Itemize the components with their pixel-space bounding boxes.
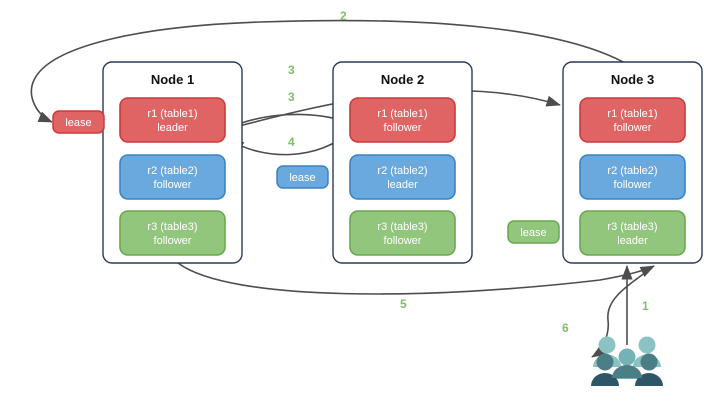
lease-badge-red-label: lease: [65, 117, 91, 129]
edge-label-5: 5: [400, 297, 407, 311]
lease-badge-blue-label: lease: [289, 172, 315, 184]
node-3-replica-r1-line2: follower: [614, 122, 652, 134]
node-2-replica-r3-box: [349, 210, 456, 256]
node-1-container[interactable]: Node 1 r1 (table1) leader r2 (table2) fo…: [102, 61, 243, 264]
node-3-replica-r2-box: [579, 154, 686, 200]
edge-2-lease-transfer: 2: [30, 9, 626, 123]
edge-label-6: 6: [562, 321, 569, 335]
node-2-container[interactable]: Node 2 r1 (table1) follower r2 (table2) …: [332, 61, 473, 264]
edge-label-1: 1: [642, 299, 649, 313]
node-3-replica-r2-line2: follower: [614, 179, 652, 191]
node-3-replica-r1-line1: r1 (table1): [607, 108, 657, 120]
edge-label-4: 4: [288, 135, 295, 149]
node-2-replica-r2-line2: leader: [387, 179, 418, 191]
node-1-title: Node 1: [151, 72, 194, 87]
node-3-replica-r1-box: [579, 97, 686, 143]
edge-label-3a: 3: [288, 63, 295, 77]
node-1-replica-r2-line2: follower: [154, 179, 192, 191]
node-2-replica-r3[interactable]: r3 (table3) follower: [349, 210, 456, 256]
edge-5-response-path: 5: [177, 262, 655, 311]
node-3-replica-r2[interactable]: r2 (table2) follower: [579, 154, 686, 200]
users-group-icon: [591, 336, 663, 386]
node-1-replica-r1-line2: leader: [157, 122, 188, 134]
edge-label-2: 2: [340, 9, 347, 23]
node-3-replica-r3-box: [579, 210, 686, 256]
node-1-replica-r1[interactable]: r1 (table1) leader: [119, 97, 226, 143]
lease-badge-blue[interactable]: lease: [276, 165, 329, 189]
lease-badge-red[interactable]: lease: [52, 110, 105, 134]
node-1-replica-r3-box: [119, 210, 226, 256]
node-2-replica-r1-line2: follower: [384, 122, 422, 134]
node-3-replica-r3[interactable]: r3 (table3) leader: [579, 210, 686, 256]
lease-badge-green[interactable]: lease: [507, 220, 560, 244]
lease-badge-blue-box: [276, 165, 329, 189]
lease-badge-red-box: [52, 110, 105, 134]
lease-badge-green-label: lease: [520, 227, 546, 239]
node-1-replica-r3[interactable]: r3 (table3) follower: [119, 210, 226, 256]
node-1-replica-r1-box: [119, 97, 226, 143]
node-2-replica-r3-line1: r3 (table3): [377, 221, 427, 233]
node-2-replica-r3-line2: follower: [384, 235, 422, 247]
lease-badge-green-box: [507, 220, 560, 244]
node-2-replica-r2[interactable]: r2 (table2) leader: [349, 154, 456, 200]
edge-6-client-response: 6: [562, 267, 653, 358]
node-1-replica-r2-box: [119, 154, 226, 200]
node-2-title: Node 2: [381, 72, 424, 87]
node-1-replica-r3-line1: r3 (table3): [147, 221, 197, 233]
edge-label-3b: 3: [288, 90, 295, 104]
node-1-replica-r1-line1: r1 (table1): [147, 108, 197, 120]
node-1-replica-r2[interactable]: r2 (table2) follower: [119, 154, 226, 200]
node-2-replica-r1[interactable]: r1 (table1) follower: [349, 97, 456, 143]
node-1-replica-r3-line2: follower: [154, 235, 192, 247]
node-2-replica-r2-box: [349, 154, 456, 200]
node-3-replica-r1[interactable]: r1 (table1) follower: [579, 97, 686, 143]
node-2-replica-r2-line1: r2 (table2): [377, 165, 427, 177]
node-1-replica-r2-line1: r2 (table2): [147, 165, 197, 177]
node-3-replica-r2-line1: r2 (table2): [607, 165, 657, 177]
node-3-container[interactable]: Node 3 r1 (table1) follower r2 (table2) …: [562, 61, 703, 264]
node-3-replica-r3-line2: leader: [617, 235, 648, 247]
node-2-replica-r1-box: [349, 97, 456, 143]
edge-1-client-request: 1: [621, 265, 649, 345]
node-3-replica-r3-line1: r3 (table3): [607, 221, 657, 233]
node-3-title: Node 3: [611, 72, 654, 87]
node-2-replica-r1-line1: r1 (table1): [377, 108, 427, 120]
